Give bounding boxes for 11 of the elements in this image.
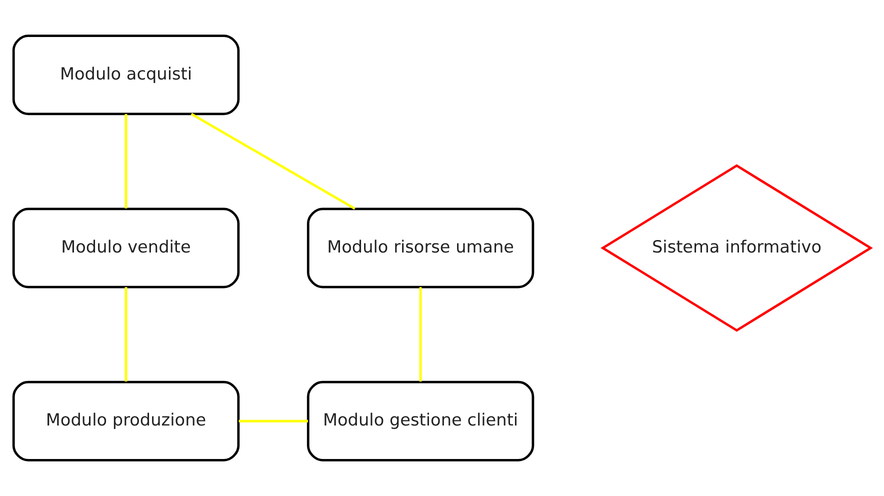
connector xyxy=(419,287,422,382)
node-box: Modulo vendite xyxy=(12,208,240,288)
connector xyxy=(190,112,356,210)
node-diamond: Sistema informativo xyxy=(600,164,873,332)
connector xyxy=(124,114,128,208)
node-box: Modulo produzione xyxy=(12,380,240,462)
connector xyxy=(238,420,308,422)
node-box: Modulo acquisti xyxy=(12,34,240,116)
node-box: Modulo gestione clienti xyxy=(306,380,534,462)
node-box: Modulo risorse umane xyxy=(306,208,534,288)
connector xyxy=(124,287,128,382)
